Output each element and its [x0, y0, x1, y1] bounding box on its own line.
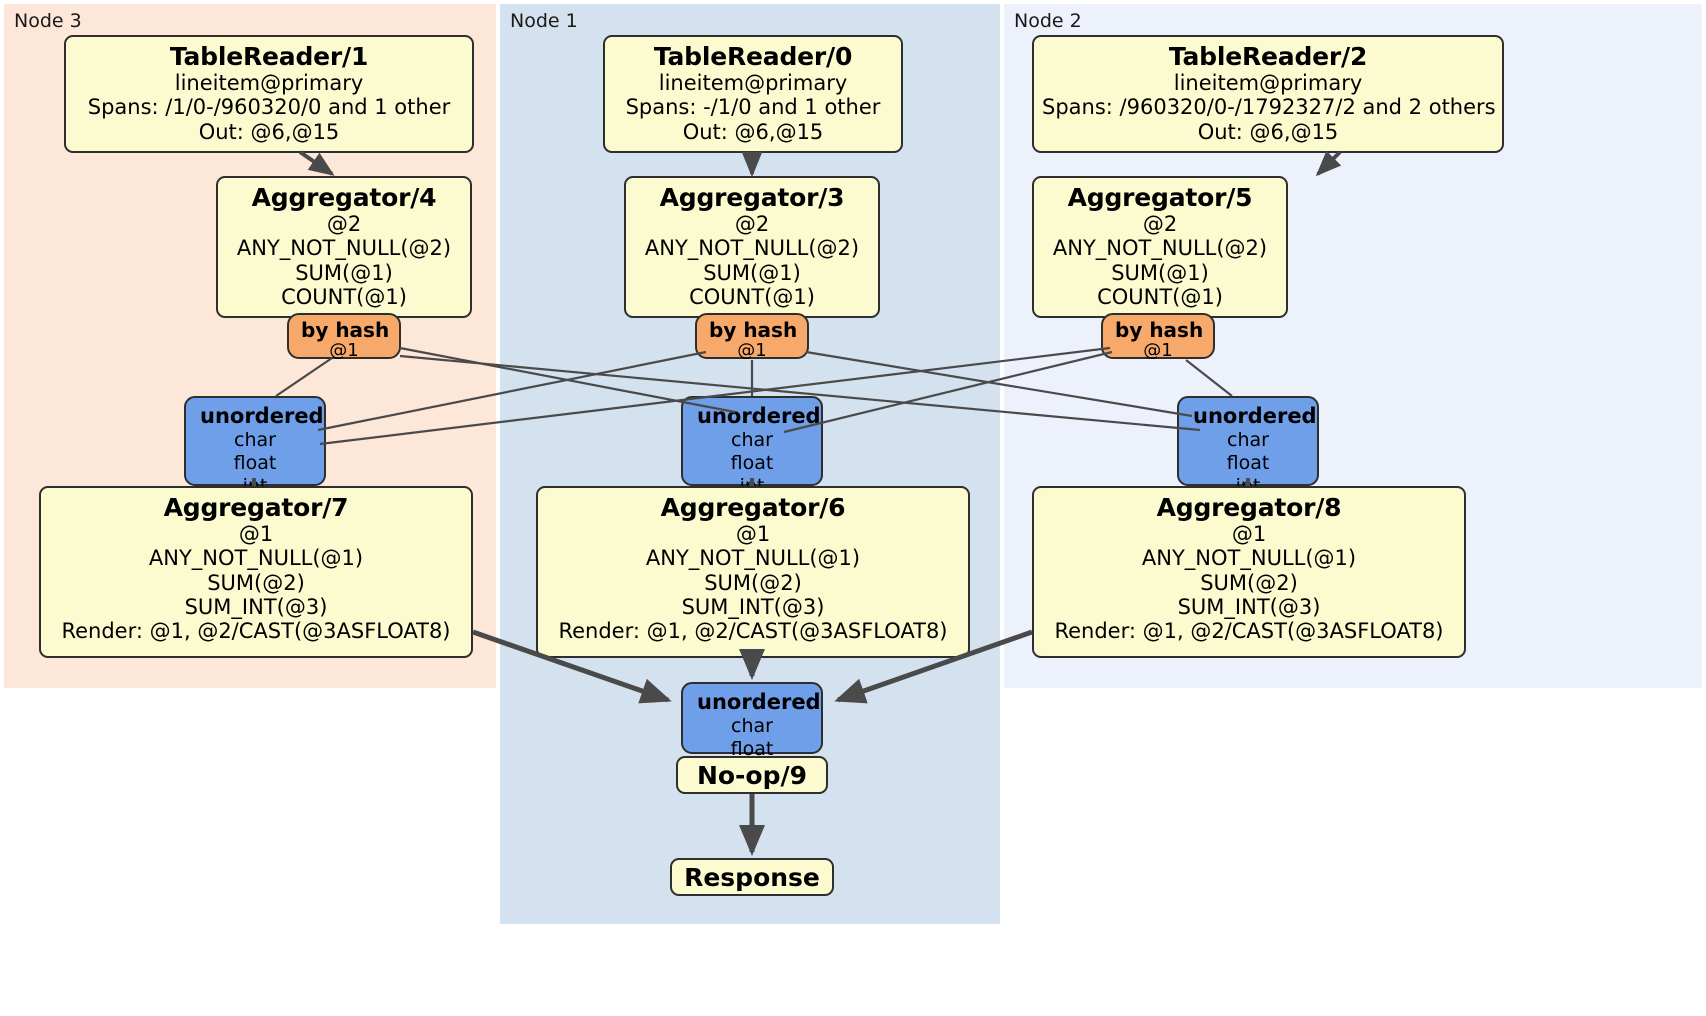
router-title: by hash [1115, 318, 1204, 342]
processor-no-op-9[interactable]: No-op/9 [676, 756, 828, 794]
box-line: Spans: /960320/0-/1792327/2 and 2 others [1042, 95, 1496, 120]
box-line: SUM(@1) [1111, 260, 1209, 285]
node-panel-label-node3: Node 3 [14, 10, 82, 32]
box-line: ANY_NOT_NULL(@2) [1052, 236, 1268, 261]
sync-title: unordered [1193, 404, 1317, 428]
box-title: TableReader/2 [1168, 42, 1368, 71]
box-title: Aggregator/5 [1067, 183, 1253, 212]
sync-title: unordered [697, 690, 821, 714]
processor-aggregator-3[interactable]: Aggregator/3 @2 ANY_NOT_NULL(@2) SUM(@1)… [624, 176, 880, 318]
sync-line: float [1226, 451, 1270, 474]
processor-aggregator-6[interactable]: Aggregator/6 @1 ANY_NOT_NULL(@1) SUM(@2)… [536, 486, 970, 658]
box-line: Out: @6,@15 [682, 119, 824, 144]
router-by-hash-node1[interactable]: by hash @1 [695, 313, 809, 362]
router-line: @1 [737, 340, 767, 362]
box-line: Out: @6,@15 [198, 119, 340, 144]
box-line: ANY_NOT_NULL(@2) [236, 236, 452, 261]
box-line: Spans: /1/0-/960320/0 and 1 other [87, 95, 451, 120]
processor-aggregator-5[interactable]: Aggregator/5 @2 ANY_NOT_NULL(@2) SUM(@1)… [1032, 176, 1288, 318]
processor-aggregator-7[interactable]: Aggregator/7 @1 ANY_NOT_NULL(@1) SUM(@2)… [39, 486, 473, 658]
box-line: lineitem@primary [174, 71, 364, 95]
box-title: Aggregator/3 [659, 183, 845, 212]
box-line: Render: @1, @2/CAST(@3ASFLOAT8) [1054, 619, 1444, 644]
box-line: ANY_NOT_NULL(@1) [645, 546, 861, 571]
box-line: ANY_NOT_NULL(@1) [148, 546, 364, 571]
box-line: Render: @1, @2/CAST(@3ASFLOAT8) [558, 619, 948, 644]
node-panel-label-node1: Node 1 [510, 10, 578, 32]
synchronizer-unordered-node1[interactable]: unordered char float int [681, 396, 823, 497]
box-line: SUM(@1) [703, 260, 801, 285]
box-title: TableReader/1 [169, 42, 369, 71]
box-line: Out: @6,@15 [1197, 119, 1339, 144]
box-line: SUM_INT(@3) [681, 595, 825, 620]
box-title: Aggregator/6 [660, 493, 846, 522]
processor-aggregator-4[interactable]: Aggregator/4 @2 ANY_NOT_NULL(@2) SUM(@1)… [216, 176, 472, 318]
processor-aggregator-8[interactable]: Aggregator/8 @1 ANY_NOT_NULL(@1) SUM(@2)… [1032, 486, 1466, 658]
sync-line: char [234, 429, 276, 452]
box-line: SUM_INT(@3) [1177, 595, 1321, 620]
sync-title: unordered [697, 404, 821, 428]
box-line: @2 [1142, 212, 1178, 236]
box-line: COUNT(@1) [689, 285, 815, 310]
sync-title: unordered [200, 404, 324, 428]
router-by-hash-node2[interactable]: by hash @1 [1101, 313, 1215, 362]
processor-tablereader-2[interactable]: TableReader/2 lineitem@primary Spans: /9… [1032, 35, 1504, 153]
box-line: SUM_INT(@3) [184, 595, 328, 620]
sync-line: float [730, 737, 774, 760]
box-title: No-op/9 [696, 760, 808, 790]
box-line: lineitem@primary [658, 71, 848, 95]
box-title: Aggregator/4 [251, 183, 437, 212]
box-line: Render: @1, @2/CAST(@3ASFLOAT8) [61, 619, 451, 644]
box-line: @1 [238, 522, 274, 546]
router-line: @1 [1143, 340, 1173, 362]
box-title: Response [684, 862, 820, 892]
box-line: ANY_NOT_NULL(@1) [1141, 546, 1357, 571]
synchronizer-unordered-final[interactable]: unordered char float [681, 682, 823, 760]
box-title: Aggregator/7 [163, 493, 349, 522]
processor-tablereader-0[interactable]: TableReader/0 lineitem@primary Spans: -/… [603, 35, 903, 153]
box-line: @2 [734, 212, 770, 236]
box-line: @1 [1231, 522, 1267, 546]
box-line: @2 [326, 212, 362, 236]
synchronizer-unordered-node2[interactable]: unordered char float int [1177, 396, 1319, 497]
box-line: SUM(@2) [207, 570, 305, 595]
processor-response[interactable]: Response [670, 858, 834, 896]
box-line: COUNT(@1) [1097, 285, 1223, 310]
sync-line: float [730, 451, 774, 474]
synchronizer-unordered-node3[interactable]: unordered char float int [184, 396, 326, 497]
box-line: SUM(@1) [295, 260, 393, 285]
box-line: ANY_NOT_NULL(@2) [644, 236, 860, 261]
box-title: Aggregator/8 [1156, 493, 1342, 522]
box-line: SUM(@2) [704, 570, 802, 595]
sync-line: char [731, 429, 773, 452]
processor-tablereader-1[interactable]: TableReader/1 lineitem@primary Spans: /1… [64, 35, 474, 153]
box-title: TableReader/0 [653, 42, 853, 71]
sync-line: char [731, 715, 773, 738]
router-by-hash-node3[interactable]: by hash @1 [287, 313, 401, 362]
node-panel-label-node2: Node 2 [1014, 10, 1082, 32]
box-line: @1 [735, 522, 771, 546]
box-line: SUM(@2) [1200, 570, 1298, 595]
router-title: by hash [709, 318, 798, 342]
box-line: lineitem@primary [1173, 71, 1363, 95]
box-line: COUNT(@1) [281, 285, 407, 310]
sync-line: char [1227, 429, 1269, 452]
sync-line: float [233, 451, 277, 474]
router-line: @1 [329, 340, 359, 362]
box-line: Spans: -/1/0 and 1 other [625, 95, 881, 120]
router-title: by hash [301, 318, 390, 342]
